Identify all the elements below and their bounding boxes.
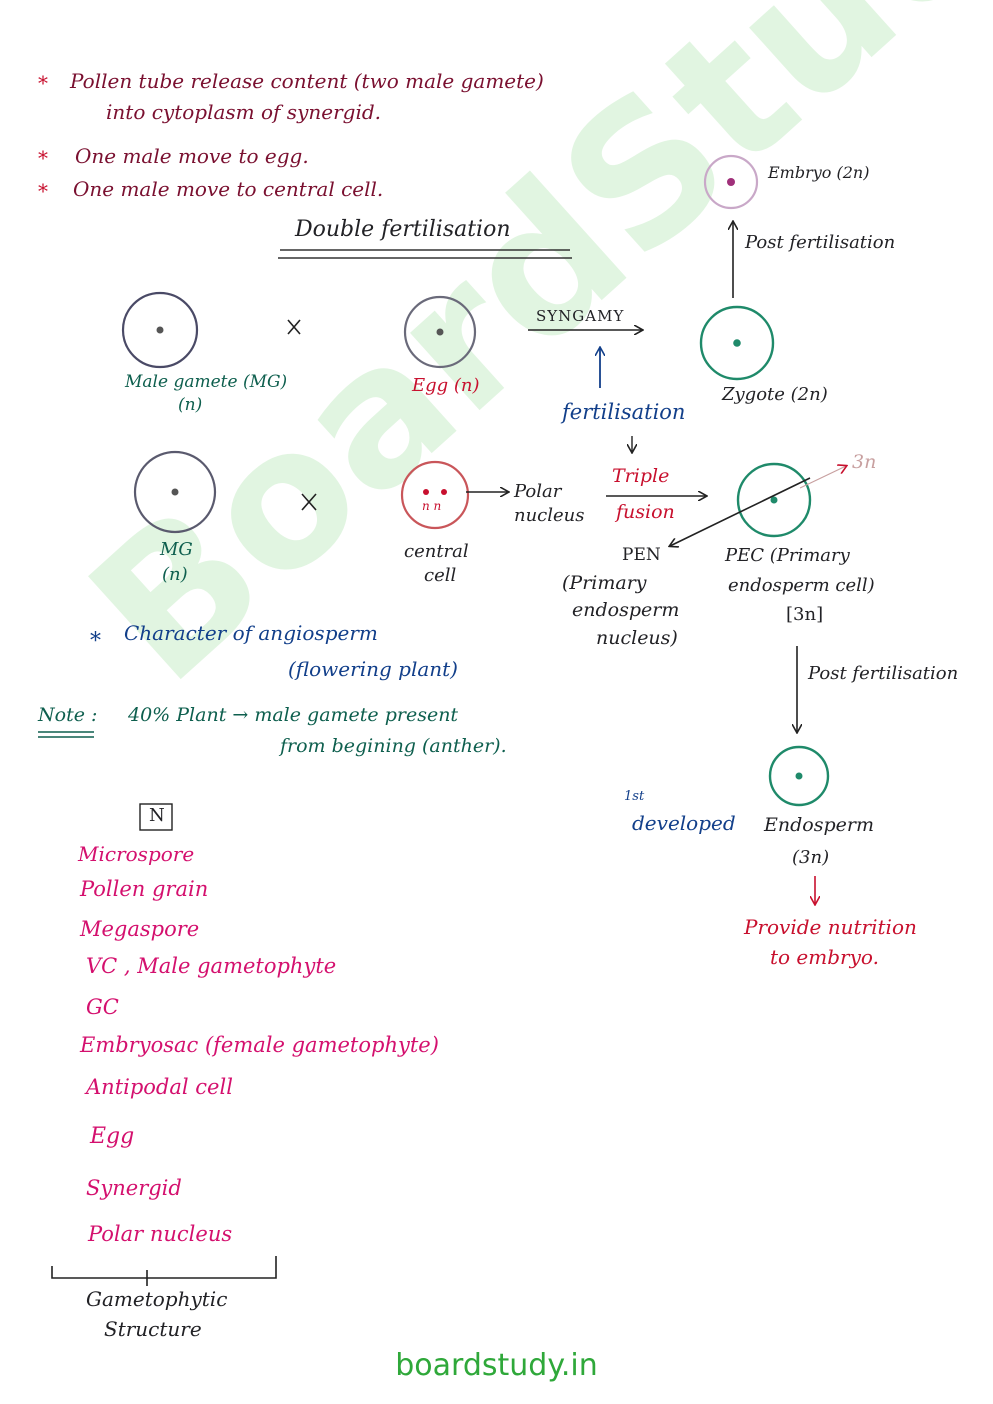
nutrition-line-2: to embryo. <box>770 945 879 969</box>
male-gamete-ploidy: (n) <box>178 395 203 415</box>
developed-label: developed <box>632 811 736 835</box>
note-label: Note : <box>38 704 98 726</box>
pec-line-1: PEC (Primary <box>725 545 850 566</box>
note-line-1: 40% Plant → male gamete present <box>128 704 459 726</box>
fusion-label: fusion <box>616 501 675 523</box>
male-gamete-cell-2 <box>133 450 217 534</box>
endosperm-ploidy: (3n) <box>792 847 830 868</box>
svg-text:*: * <box>90 629 101 654</box>
central-nuclei-label: n n <box>422 499 442 513</box>
mg-label: MG <box>160 539 193 560</box>
pec-line-3: [3n] <box>786 604 824 625</box>
structure-item: Pollen grain <box>80 877 209 901</box>
three-n-arrow <box>799 466 846 489</box>
central-cell <box>400 460 470 530</box>
bullet-text-1b: into cytoplasm of synergid. <box>106 100 381 124</box>
structure-item: Antipodal cell <box>86 1075 233 1099</box>
svg-text:*: * <box>38 71 48 95</box>
structure-item: Embryosac (female gametophyte) <box>80 1033 439 1057</box>
cross-icon <box>301 493 317 511</box>
zygote-cell <box>699 305 775 381</box>
structure-item: Polar nucleus <box>88 1222 233 1246</box>
footer-url[interactable]: boardstudy.in <box>395 1348 598 1383</box>
structure-item: Megaspore <box>80 917 200 941</box>
post-fertilisation-label-2: Post fertilisation <box>808 663 959 684</box>
character-line-2: (flowering plant) <box>288 657 458 681</box>
pen-line-3: nucleus) <box>596 627 678 649</box>
structure-item: Synergid <box>86 1176 182 1200</box>
bullet-text-2: One male move to egg. <box>75 144 309 168</box>
three-n-label: 3n <box>852 451 877 473</box>
embryo-label: Embryo (2n) <box>768 163 870 182</box>
gametophytic-line-2: Structure <box>104 1317 202 1341</box>
pen-line-2: endosperm <box>572 599 680 621</box>
egg-label: Egg (n) <box>412 375 480 396</box>
first-sup: 1st <box>624 789 645 804</box>
bullet-text-3: One male move to central cell. <box>73 177 384 201</box>
post-fertilisation-label-1: Post fertilisation <box>745 232 896 253</box>
bullet-text-1a: Pollen tube release content (two male ga… <box>70 69 544 93</box>
character-line-1: Character of angiosperm <box>124 621 378 645</box>
fertilisation-label: fertilisation <box>562 400 686 424</box>
male-gamete-label: Male gamete (MG) <box>125 372 288 392</box>
structure-item: GC <box>86 995 119 1019</box>
structure-item: VC , Male gametophyte <box>86 954 337 978</box>
polar-label-2: nucleus <box>514 505 585 526</box>
central-cell-label-1: central <box>404 541 469 562</box>
pen-line-1: (Primary <box>562 572 647 594</box>
n-box <box>139 803 173 831</box>
egg-cell <box>403 295 477 369</box>
pen-abbr: PEN <box>622 545 661 565</box>
gametophytic-line-1: Gametophytic <box>86 1287 228 1311</box>
structure-item: Microspore <box>78 842 195 866</box>
svg-text:*: * <box>38 146 48 170</box>
polar-label-1: Polar <box>514 481 562 502</box>
pen-arrow <box>670 477 811 546</box>
embryo-cell <box>703 154 759 210</box>
nutrition-line-1: Provide nutrition <box>744 915 917 939</box>
triple-label: Triple <box>612 465 670 487</box>
page-title: Double fertilisation <box>295 217 511 242</box>
bullet-star-icon: * <box>38 146 48 170</box>
svg-text:*: * <box>38 179 48 203</box>
cross-icon <box>287 319 301 335</box>
zygote-label: Zygote (2n) <box>722 384 828 405</box>
bullet-star-icon: * <box>90 629 101 654</box>
endosperm-label: Endosperm <box>764 814 874 836</box>
central-cell-label-2: cell <box>424 565 457 586</box>
structure-item: Egg <box>90 1124 135 1149</box>
mg-ploidy: (n) <box>162 564 188 585</box>
pec-cell <box>736 462 812 538</box>
bullet-star-icon: * <box>38 179 48 203</box>
structures-bracket <box>51 1256 277 1279</box>
pec-line-2: endosperm cell) <box>728 575 875 596</box>
n-box-label: N <box>149 805 165 826</box>
endosperm-cell <box>768 745 830 807</box>
male-gamete-cell <box>121 291 199 369</box>
note-line-2: from begining (anther). <box>280 735 507 757</box>
syngamy-label: SYNGAMY <box>536 307 625 325</box>
bullet-star-icon: * <box>38 71 48 95</box>
